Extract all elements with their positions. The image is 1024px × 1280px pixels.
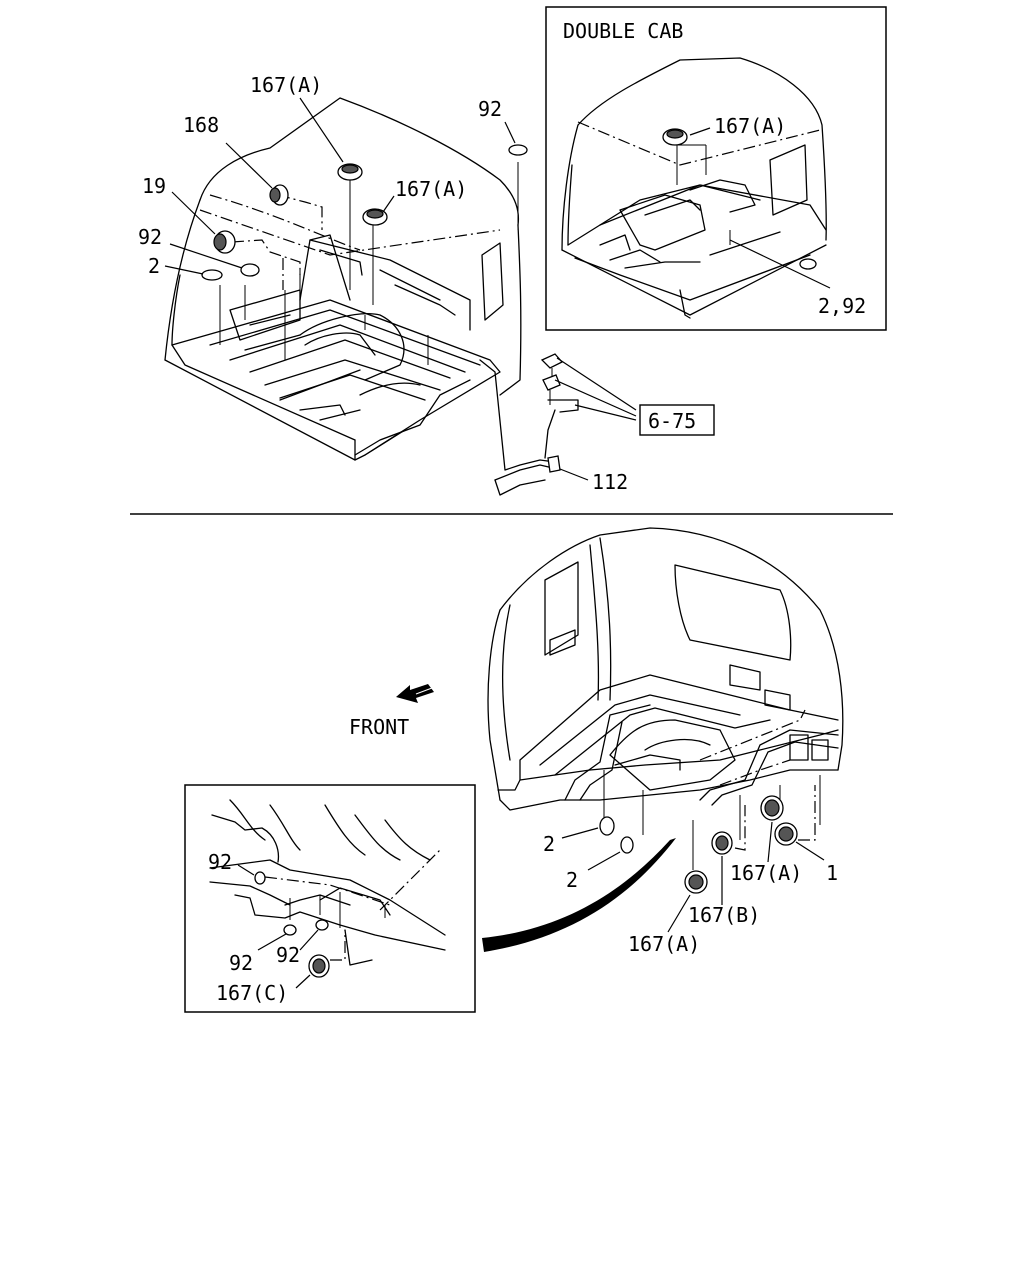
callout-swoosh <box>482 838 676 952</box>
ring-2-lower-icon <box>620 836 634 854</box>
front-arrow-icon <box>396 684 434 703</box>
grommet-167a-right-icon <box>760 795 784 821</box>
ring-92-inset-b-icon <box>283 924 297 936</box>
label-167b: 167(B) <box>688 903 760 927</box>
reference-label-6-75: 6-75 <box>648 409 696 433</box>
plug-168-icon <box>269 184 289 206</box>
grommet-167a-bottom-icon <box>684 870 708 894</box>
label-2-92-inset: 2,92 <box>818 294 866 318</box>
top-cab-floor-drawing <box>164 97 637 496</box>
label-92-inset-b: 92 <box>229 951 253 975</box>
label-112: 112 <box>592 470 628 494</box>
label-92-inset-a: 92 <box>208 850 232 874</box>
label-167a-right: 167(A) <box>730 861 802 885</box>
ring-92-inset-a-icon <box>254 871 266 885</box>
clip-112-icon <box>547 455 561 473</box>
double-cab-inset: DOUBLE CAB 167(A) 2,92 <box>545 6 887 331</box>
bottom-cab-underside-drawing <box>482 527 844 952</box>
double-cab-title: DOUBLE CAB <box>563 19 683 43</box>
label-168: 168 <box>183 113 219 137</box>
detail-inset: 92 92 92 167(C) <box>184 784 476 1013</box>
ring-92-icon <box>240 263 260 277</box>
label-92-top: 92 <box>478 97 502 121</box>
label-19: 19 <box>142 174 166 198</box>
label-1: 1 <box>826 861 838 885</box>
grommet-167a-inset-icon <box>662 128 688 146</box>
grommet-167b-icon <box>711 831 733 855</box>
reference-box-6-75[interactable]: 6-75 <box>639 404 715 436</box>
ring-2-icon <box>201 269 223 281</box>
ring-2-92-icon <box>799 258 817 270</box>
bolt-icon <box>542 374 561 405</box>
label-2-left: 2 <box>148 254 160 278</box>
label-92-inset-c: 92 <box>276 943 300 967</box>
label-167a-inset: 167(A) <box>714 114 786 138</box>
ring-92-inset-c-icon <box>315 919 329 931</box>
ring-92-top-icon <box>508 144 528 156</box>
label-167a-bottom: 167(A) <box>628 932 700 956</box>
grommet-167c-icon <box>308 954 330 978</box>
label-2-lower: 2 <box>566 868 578 892</box>
front-label: FRONT <box>349 715 409 739</box>
grommet-167a-mid-icon <box>362 208 388 226</box>
grommet-167a-top-icon <box>337 163 363 181</box>
ring-2-upper-icon <box>599 816 615 836</box>
label-167c: 167(C) <box>216 981 288 1005</box>
plug-19-icon <box>213 230 236 254</box>
label-92-left: 92 <box>138 225 162 249</box>
label-167a-mid: 167(A) <box>395 177 467 201</box>
label-167a-top: 167(A) <box>250 73 322 97</box>
plug-1-icon <box>774 822 798 846</box>
label-2-upper: 2 <box>543 832 555 856</box>
